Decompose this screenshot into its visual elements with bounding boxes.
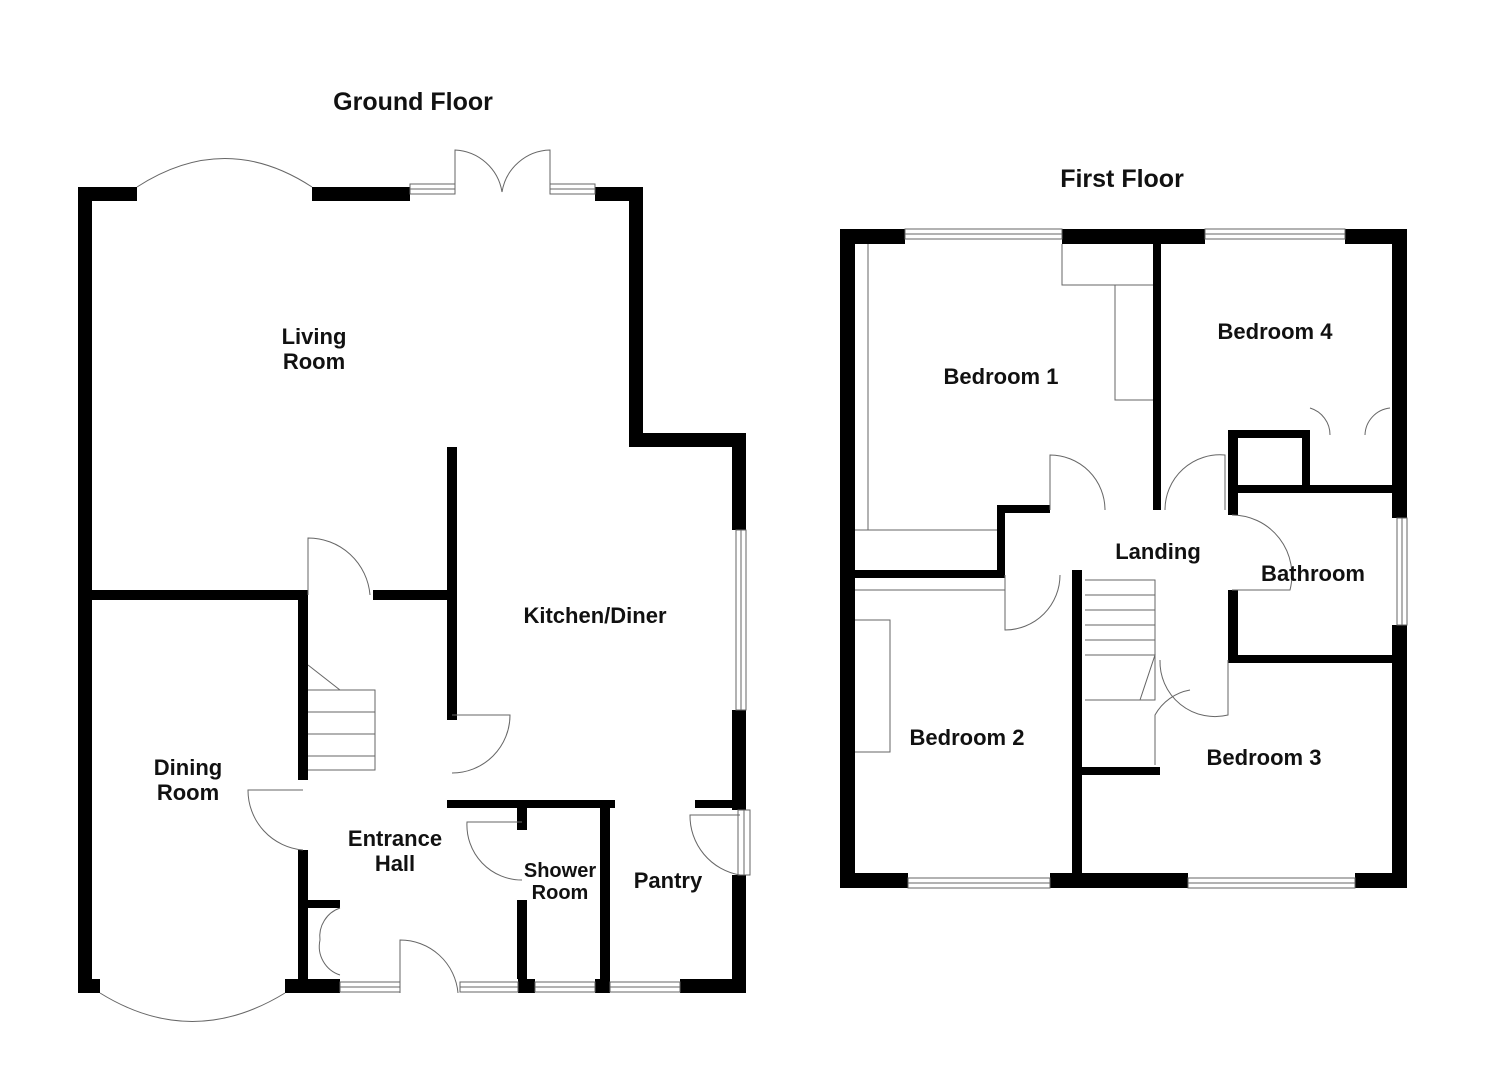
room-label-bedroom-3: Bedroom 3: [1206, 745, 1322, 770]
door: [1231, 514, 1293, 591]
wall: [78, 979, 100, 993]
room-label-pantry: Pantry: [633, 868, 703, 893]
wall: [732, 433, 746, 530]
wall: [78, 187, 92, 993]
door: [1049, 454, 1106, 511]
door: [466, 821, 523, 881]
wall: [1153, 244, 1161, 510]
cupboard-door: [1309, 407, 1391, 436]
wall: [447, 447, 457, 720]
wall: [1050, 873, 1188, 888]
wall: [629, 433, 746, 447]
wall: [447, 800, 615, 808]
french-door: [501, 149, 551, 193]
door: [1154, 689, 1191, 765]
wall: [840, 229, 905, 244]
wall: [680, 979, 746, 993]
room-label-bathroom: Bathroom: [1261, 561, 1365, 586]
room-label-landing: Landing: [1115, 539, 1201, 564]
wall: [600, 808, 610, 979]
wall: [855, 570, 1005, 578]
wardrobe-bedroom-1: [855, 244, 1153, 531]
door: [399, 939, 459, 994]
wall: [1228, 430, 1238, 515]
wall: [1228, 590, 1238, 663]
wall: [629, 187, 643, 447]
wall: [285, 979, 340, 993]
staircase: [1085, 579, 1156, 701]
cupboard-door: [318, 907, 341, 976]
wall: [732, 875, 746, 993]
wall: [1302, 430, 1310, 490]
wall: [298, 850, 308, 979]
room-label-bedroom-4: Bedroom 4: [1217, 319, 1333, 344]
wall: [840, 229, 855, 888]
wall: [1392, 625, 1407, 888]
wall: [840, 873, 908, 888]
room-label-bedroom-1: Bedroom 1: [943, 364, 1059, 389]
room-label-bedroom-2: Bedroom 2: [909, 725, 1025, 750]
first-floor-title: First Floor: [1060, 165, 1184, 193]
wall: [78, 187, 137, 201]
fixtures: [99, 149, 1408, 1022]
wall: [695, 800, 746, 808]
staircase: [307, 664, 376, 771]
walls: [78, 187, 1407, 993]
wall: [517, 900, 527, 979]
door: [1159, 659, 1229, 718]
wall: [1228, 655, 1392, 663]
bay-window: [99, 992, 286, 1022]
wall: [1072, 570, 1082, 873]
wall: [1228, 430, 1310, 438]
door: [451, 714, 511, 774]
wall: [1062, 229, 1205, 244]
wall: [518, 979, 535, 993]
door: [1004, 574, 1061, 631]
wall: [517, 808, 527, 830]
wall: [1082, 767, 1160, 775]
ground-floor-title: Ground Floor: [333, 88, 493, 116]
bay-window: [136, 158, 313, 188]
wall: [1000, 505, 1050, 513]
wall: [298, 590, 308, 780]
door: [1164, 454, 1226, 511]
wall: [373, 590, 447, 600]
wall: [732, 710, 746, 810]
door: [247, 789, 304, 851]
wall: [1392, 229, 1407, 518]
wall: [997, 505, 1005, 578]
wall: [1345, 229, 1407, 244]
wall: [308, 900, 340, 908]
room-label-kitchen-diner: Kitchen/Diner: [523, 603, 667, 628]
french-door: [454, 149, 503, 193]
wall: [595, 979, 610, 993]
wall: [1355, 873, 1407, 888]
wall: [92, 590, 305, 600]
door: [307, 537, 371, 596]
wall: [312, 187, 410, 201]
door: [689, 814, 741, 876]
